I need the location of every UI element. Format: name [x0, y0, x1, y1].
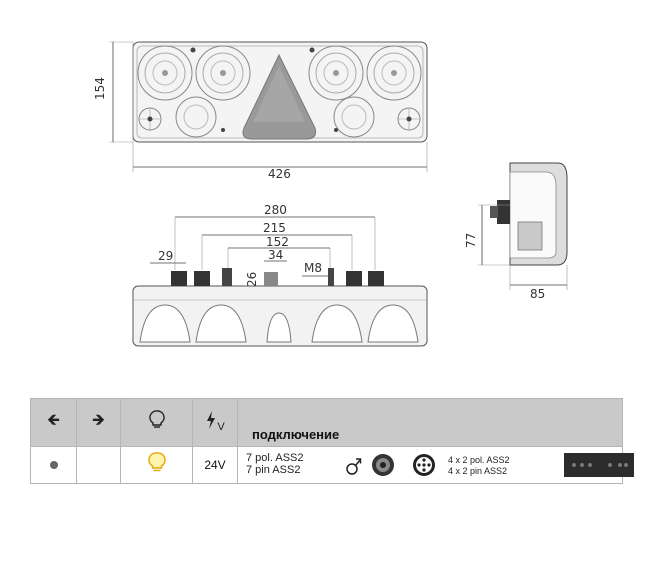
dim-152: 152: [266, 235, 289, 249]
front-view: 426 154: [93, 41, 428, 181]
header-voltage: V: [192, 398, 238, 447]
lamp-bottom-1: [175, 96, 217, 138]
dim-29: 29: [158, 249, 173, 263]
corner-lamp-left: [138, 107, 162, 131]
round-plug-icon: [372, 454, 395, 476]
dim-height-154: 154: [93, 77, 107, 100]
lamp-bottom-2: [333, 96, 375, 138]
corner-lamp-right: [397, 107, 421, 131]
dim-280: 280: [264, 203, 287, 217]
socket-pins-icon: [412, 454, 435, 476]
lamp-top-3: [308, 45, 364, 101]
header-connection: подключение: [237, 398, 623, 447]
lamp-bulb-icon: [148, 410, 165, 428]
dim-26: 26: [245, 272, 259, 287]
left-arrow-icon: 🡸: [47, 412, 60, 429]
dim-width-426: 426: [268, 167, 291, 181]
cell-connection: 7 pol. ASS2 7 pin ASS2: [237, 446, 634, 484]
present-dot-icon: [49, 461, 58, 469]
socket-lines: 4 x 2 pol. ASS2 4 x 2 pin ASS2: [448, 455, 510, 477]
dim-34: 34: [268, 248, 283, 262]
cell-voltage: 24V: [192, 446, 238, 484]
dim-depth-77: 77: [464, 233, 478, 248]
right-arrow-icon: 🡺: [92, 412, 105, 429]
voltage-unit: V: [217, 421, 225, 433]
connector-icons: [346, 452, 437, 478]
connector-line-2: 7 pin ASS2: [246, 464, 301, 476]
header-right-turn: 🡺: [76, 398, 121, 447]
socket-line-2: 4 x 2 pin ASS2: [448, 466, 508, 476]
table-header-row: 🡸 🡺 V подключение: [30, 398, 623, 447]
male-connector-icon: [346, 458, 362, 475]
side-view: 77 85: [464, 162, 568, 301]
header-left-turn: 🡸: [30, 398, 77, 447]
connector-line-1: 7 pol. ASS2: [246, 452, 304, 464]
voltage-icon: [207, 411, 216, 429]
connector-photo: [564, 453, 634, 477]
technical-drawing: 426 154 77 85: [93, 41, 568, 347]
connection-title: подключение: [252, 427, 340, 442]
cell-bulb: [120, 446, 193, 484]
cell-right-turn: [76, 446, 121, 484]
connector-lines: 7 pol. ASS2 7 pin ASS2: [246, 452, 304, 476]
dim-depth-85: 85: [530, 287, 545, 301]
socket-line-1: 4 x 2 pol. ASS2: [448, 455, 510, 465]
spec-table: 🡸 🡺 V подключение: [30, 398, 634, 484]
lamp-top-2: [195, 45, 251, 101]
lamp-top-4: [366, 45, 422, 101]
header-bulb: [120, 398, 193, 447]
lamp-bulb-yellow-icon: [147, 451, 166, 471]
table-row: 24V 7 pol. ASS2 7 pin ASS2: [30, 446, 634, 484]
cell-left-turn: [30, 446, 77, 484]
dim-m8: M8: [304, 261, 322, 275]
bottom-view: 280 215 152 34 29 26 M8: [132, 203, 428, 347]
dim-215: 215: [263, 221, 286, 235]
lamp-top-1: [137, 45, 193, 101]
voltage-value: 24V: [204, 458, 226, 472]
